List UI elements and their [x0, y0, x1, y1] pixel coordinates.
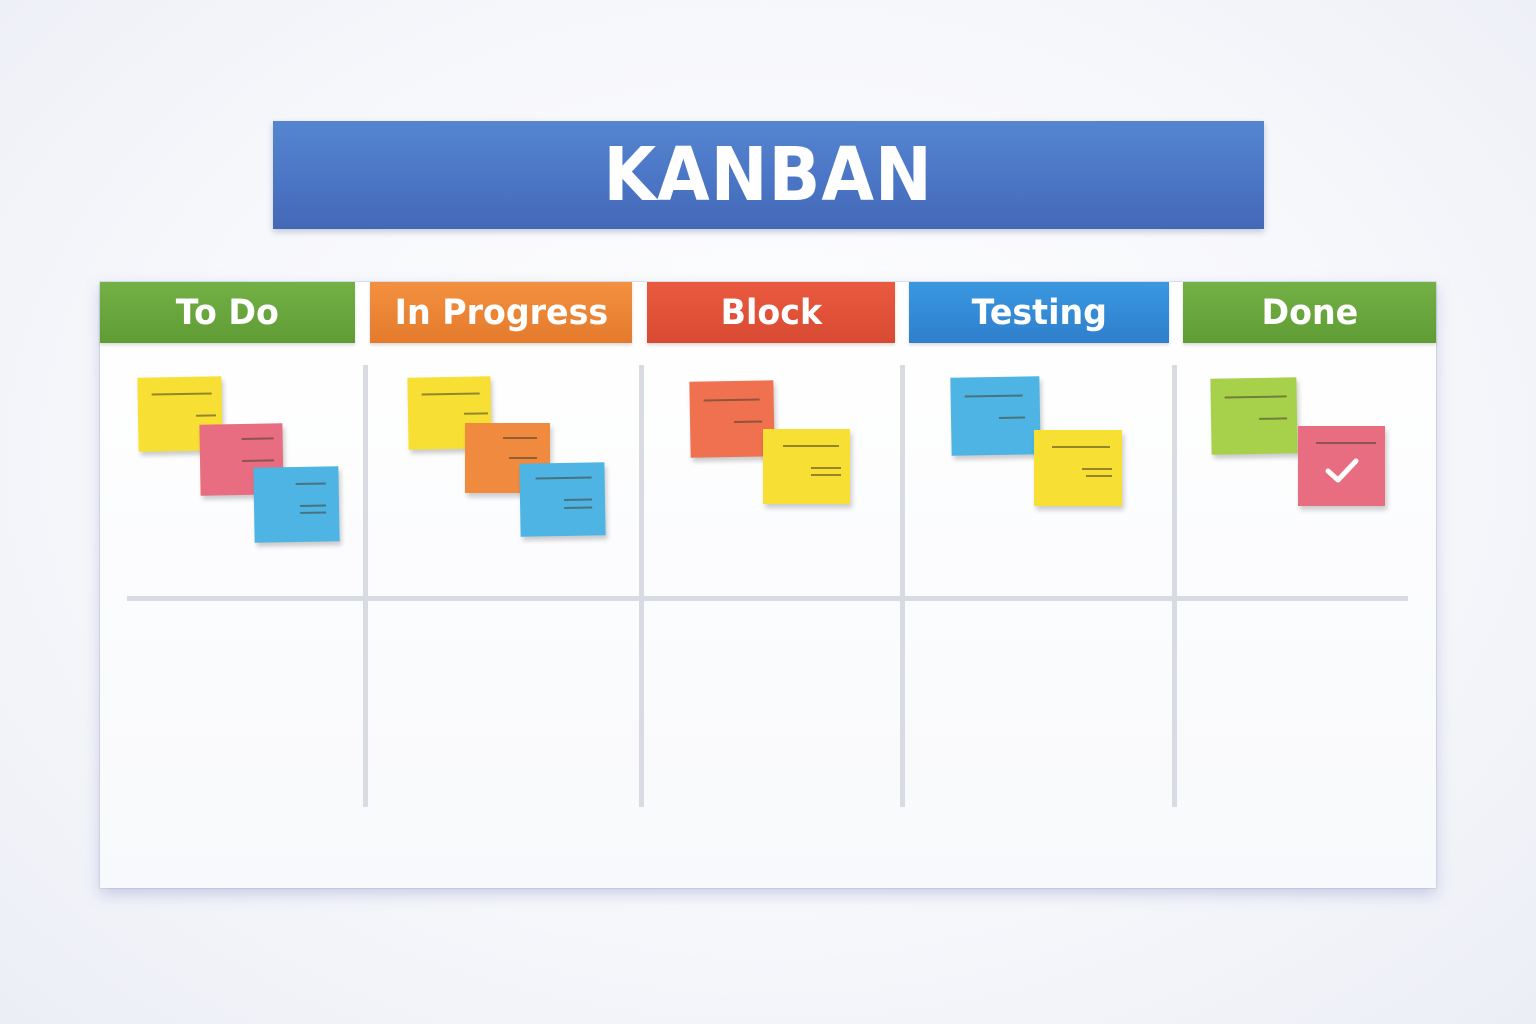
- note-text-line: [1259, 417, 1288, 420]
- column-divider: [639, 365, 644, 807]
- note-text-line: [964, 394, 1023, 398]
- column-label: Block: [720, 292, 822, 333]
- note-text-line: [421, 392, 480, 396]
- note-text-line: [564, 506, 593, 509]
- note-text-line: [1224, 395, 1287, 399]
- column-label: Testing: [971, 292, 1107, 333]
- column-label: Done: [1261, 292, 1358, 333]
- column-divider: [1172, 365, 1177, 807]
- column-header-in-progress[interactable]: In Progress: [370, 282, 632, 343]
- sticky-note[interactable]: [1034, 430, 1122, 506]
- column-label: To Do: [175, 292, 280, 333]
- row-divider: [127, 596, 1408, 601]
- column-label: In Progress: [394, 292, 608, 333]
- sticky-note[interactable]: [1298, 426, 1385, 506]
- column-header-done[interactable]: Done: [1183, 282, 1436, 343]
- note-text-line: [535, 476, 592, 480]
- sticky-note[interactable]: [763, 429, 850, 504]
- column-header-block[interactable]: Block: [647, 282, 895, 343]
- note-text-line: [503, 437, 537, 439]
- note-text-line: [811, 467, 841, 469]
- sticky-note[interactable]: [950, 376, 1041, 456]
- sticky-note[interactable]: [519, 462, 606, 537]
- column-header-to-do[interactable]: To Do: [100, 282, 355, 343]
- note-text-line: [1052, 446, 1110, 448]
- sticky-note[interactable]: [253, 466, 340, 543]
- column-divider: [900, 365, 905, 807]
- note-text-line: [295, 482, 326, 486]
- sticky-note[interactable]: [1210, 377, 1298, 455]
- note-text-line: [999, 416, 1026, 419]
- column-divider: [363, 365, 368, 807]
- column-header-testing[interactable]: Testing: [909, 282, 1169, 343]
- note-text-line: [463, 412, 489, 415]
- note-text-line: [196, 414, 217, 417]
- kanban-title-banner: KANBAN: [273, 121, 1264, 229]
- note-text-line: [734, 420, 763, 423]
- note-text-line: [241, 437, 274, 440]
- note-text-line: [300, 511, 327, 514]
- note-text-line: [811, 474, 841, 476]
- note-text-line: [151, 392, 212, 396]
- note-text-line: [1082, 468, 1112, 470]
- kanban-board: [100, 282, 1436, 888]
- checkmark-icon: [1325, 458, 1358, 483]
- note-text-line: [1086, 475, 1112, 477]
- note-text-line: [300, 504, 327, 507]
- note-text-line: [783, 445, 839, 447]
- note-text-line: [509, 457, 537, 459]
- sticky-note[interactable]: [689, 380, 775, 458]
- note-text-line: [1316, 442, 1376, 444]
- note-text-line: [242, 459, 275, 462]
- note-text-line: [563, 498, 593, 501]
- kanban-title: KANBAN: [603, 132, 934, 218]
- note-text-line: [703, 398, 760, 402]
